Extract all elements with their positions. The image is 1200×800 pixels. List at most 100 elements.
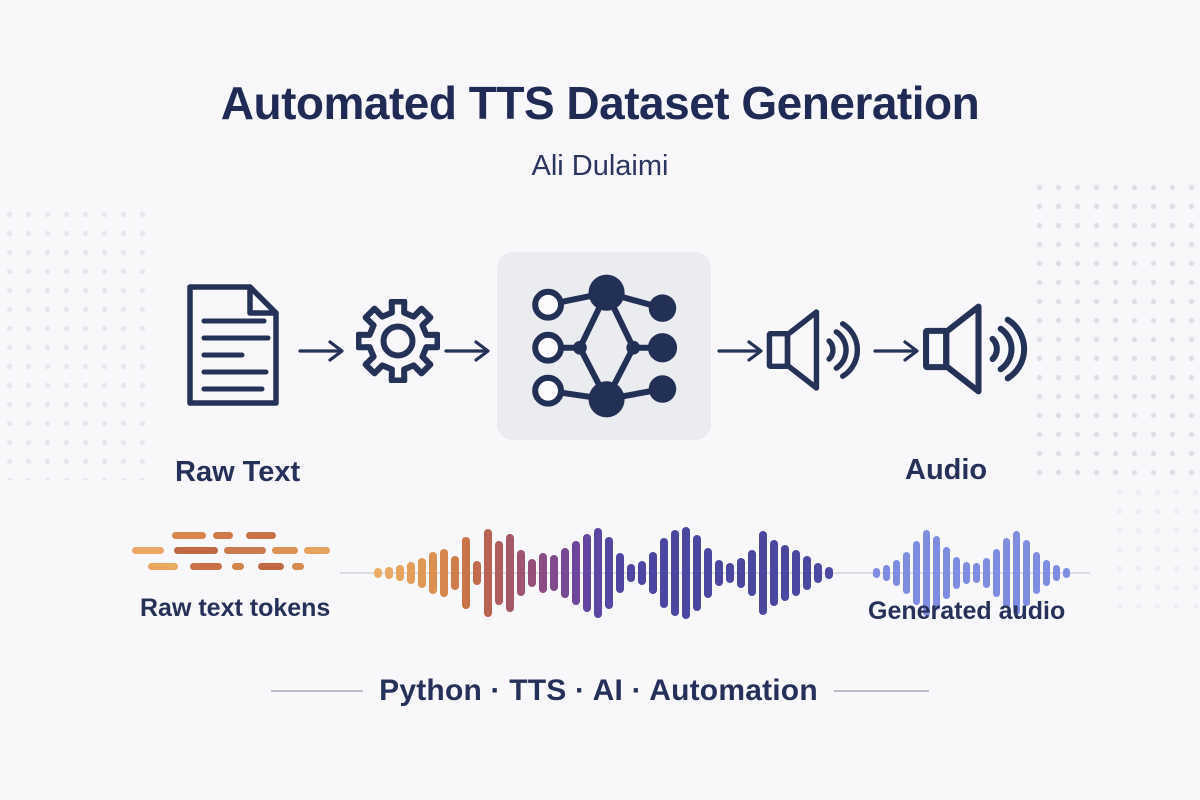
token-dash bbox=[132, 547, 164, 554]
waveform-bar bbox=[825, 567, 833, 579]
waveform-bar bbox=[943, 547, 950, 599]
footer-rule-right bbox=[833, 690, 929, 692]
waveform-bar bbox=[693, 535, 701, 611]
waveform-bar bbox=[933, 536, 940, 610]
waveform-bar bbox=[737, 558, 745, 588]
waveform-bar bbox=[1013, 531, 1020, 615]
waveform-bar bbox=[803, 556, 811, 590]
raw-text-label: Raw Text bbox=[175, 456, 301, 488]
token-dash bbox=[213, 532, 233, 539]
waveform-bar bbox=[748, 550, 756, 596]
waveform-bar bbox=[638, 561, 646, 585]
waveform-bar bbox=[1033, 552, 1040, 594]
waveform-bar bbox=[572, 541, 580, 605]
dot-grid-texture-left bbox=[0, 205, 150, 480]
arrow-icon bbox=[872, 338, 922, 364]
waveform-bar bbox=[627, 564, 635, 582]
waveform-bar bbox=[792, 550, 800, 596]
waveform-bar bbox=[726, 563, 734, 583]
waveform-bar bbox=[893, 560, 900, 586]
waveform-bar bbox=[517, 550, 525, 596]
waveform-bar bbox=[1023, 540, 1030, 606]
waveform-bar bbox=[913, 541, 920, 605]
token-dash bbox=[174, 547, 218, 554]
raw-token-dashes bbox=[130, 524, 340, 574]
arrow-icon bbox=[716, 338, 766, 364]
dot-grid-texture-right bbox=[1030, 178, 1200, 483]
raw-tokens-label: Raw text tokens bbox=[140, 594, 331, 622]
waveform-bar bbox=[983, 558, 990, 588]
waveform-bar bbox=[759, 531, 767, 615]
waveform-bar bbox=[539, 553, 547, 593]
waveform-bar bbox=[660, 538, 668, 608]
arrow-icon bbox=[443, 338, 493, 364]
author-name: Ali Dulaimi bbox=[531, 150, 669, 182]
footer-tags: Python · TTS · AI · Automation bbox=[379, 674, 818, 707]
waveform-bar bbox=[923, 530, 930, 616]
generated-audio-waveform bbox=[873, 530, 1070, 616]
waveform-bar bbox=[473, 561, 481, 585]
document-icon bbox=[180, 281, 286, 409]
waveform-bar bbox=[495, 541, 503, 605]
waveform-bar bbox=[814, 563, 822, 583]
token-dash bbox=[172, 532, 206, 539]
waveform-bar bbox=[873, 568, 880, 578]
token-dash bbox=[246, 532, 276, 539]
speaker-icon bbox=[920, 290, 1036, 408]
waveform-bar bbox=[385, 567, 393, 579]
waveform-bar bbox=[1063, 568, 1070, 578]
waveform-bar bbox=[583, 534, 591, 612]
footer: Python · TTS · AI · Automation bbox=[0, 674, 1200, 708]
waveform-bar bbox=[561, 548, 569, 598]
waveform-bar bbox=[649, 552, 657, 594]
audio-label: Audio bbox=[905, 454, 988, 486]
waveform-bar bbox=[451, 556, 459, 590]
waveform-bar bbox=[396, 565, 404, 581]
waveform-bar bbox=[671, 530, 679, 616]
waveform-bar bbox=[1043, 560, 1050, 586]
waveform-bar bbox=[682, 527, 690, 619]
generated-audio-label: Generated audio bbox=[868, 597, 1066, 625]
dot-grid-texture-right-lower bbox=[1110, 483, 1200, 613]
waveform-bar bbox=[605, 537, 613, 609]
neural-network-card bbox=[497, 252, 711, 440]
token-dash bbox=[190, 563, 222, 570]
waveform-bar bbox=[704, 548, 712, 598]
token-dash bbox=[224, 547, 266, 554]
speaker-icon bbox=[764, 298, 868, 402]
arrow-icon bbox=[297, 338, 347, 364]
waveform-bar bbox=[418, 558, 426, 588]
gear-icon bbox=[356, 299, 440, 383]
waveform-bar bbox=[616, 553, 624, 593]
waveform-bar bbox=[963, 562, 970, 584]
waveform-bar bbox=[953, 557, 960, 589]
waveform-bar bbox=[440, 549, 448, 597]
waveform-bar bbox=[528, 559, 536, 587]
waveform-bar bbox=[594, 528, 602, 618]
waveform-bar bbox=[770, 540, 778, 606]
waveform-bar bbox=[903, 552, 910, 594]
waveform-bar bbox=[484, 529, 492, 617]
waveform-bar bbox=[1053, 565, 1060, 581]
waveform-bar bbox=[883, 565, 890, 581]
waveform-bar bbox=[1003, 538, 1010, 608]
token-dash bbox=[272, 547, 298, 554]
waveform-bar bbox=[374, 568, 382, 578]
token-dash bbox=[292, 563, 304, 570]
waveform-bar bbox=[550, 555, 558, 591]
waveform-bar bbox=[715, 560, 723, 586]
waveform-bar bbox=[781, 545, 789, 601]
waveform-bar bbox=[429, 552, 437, 594]
token-dash bbox=[148, 563, 178, 570]
waveform-bar bbox=[462, 537, 470, 609]
waveform-bar bbox=[973, 563, 980, 583]
page-title: Automated TTS Dataset Generation bbox=[220, 77, 980, 129]
neural-network-icon bbox=[532, 274, 678, 418]
footer-rule-left bbox=[271, 690, 364, 692]
token-dash bbox=[258, 563, 284, 570]
token-dash bbox=[232, 563, 244, 570]
waveform-bar bbox=[407, 562, 415, 584]
waveform-bar bbox=[506, 534, 514, 612]
waveform-bar bbox=[993, 549, 1000, 597]
